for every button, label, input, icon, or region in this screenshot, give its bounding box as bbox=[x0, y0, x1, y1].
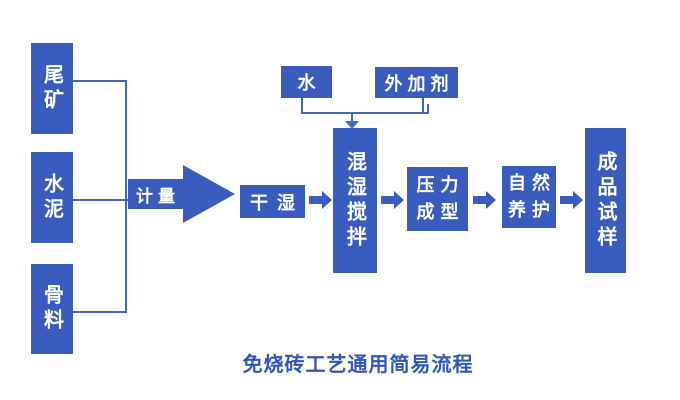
arrow-stem bbox=[309, 196, 322, 204]
box-aggregate: 骨料 bbox=[31, 264, 73, 354]
box-finished-sample: 成品试样 bbox=[585, 128, 626, 273]
arrow-stem bbox=[473, 196, 486, 204]
connector-water-vertical bbox=[301, 98, 303, 114]
diagram-caption: 免烧砖工艺通用简易流程 bbox=[242, 354, 474, 376]
box-water: 水 bbox=[281, 66, 332, 98]
metering-arrow-head-icon bbox=[183, 165, 235, 223]
connector-tailings-horizontal bbox=[73, 80, 127, 82]
flow-arrow-icon bbox=[560, 191, 583, 209]
box-pressure-forming: 压力 成型 bbox=[407, 167, 468, 231]
box-cement: 水泥 bbox=[31, 152, 73, 243]
box-natural-curing: 自然 养护 bbox=[502, 166, 556, 228]
arrow-head bbox=[573, 191, 583, 209]
box-tailings: 尾矿 bbox=[31, 43, 73, 134]
connector-cement-horizontal bbox=[73, 199, 129, 201]
flow-arrow-icon bbox=[473, 191, 496, 209]
connector-top-stub bbox=[427, 104, 429, 114]
connector-admixture-vertical bbox=[422, 98, 424, 114]
arrow-stem bbox=[560, 196, 573, 204]
box-admixture: 外加剂 bbox=[375, 67, 458, 98]
arrow-head bbox=[394, 191, 404, 209]
metering-arrow-label: 计量 bbox=[128, 179, 183, 209]
flow-arrow-icon bbox=[309, 191, 332, 209]
arrow-head bbox=[322, 191, 332, 209]
arrow-stem bbox=[381, 196, 394, 204]
connector-trunk-vertical bbox=[125, 80, 127, 313]
box-wet-mixing: 混湿搅拌 bbox=[333, 128, 377, 273]
down-arrow-stem bbox=[351, 114, 353, 122]
box-dry-wet: 干湿 bbox=[240, 185, 305, 218]
connector-aggregate-horizontal bbox=[73, 311, 127, 313]
arrow-head bbox=[486, 191, 496, 209]
connector-top-horizontal bbox=[301, 112, 429, 114]
down-arrow-icon bbox=[345, 121, 359, 129]
flow-arrow-icon bbox=[381, 191, 404, 209]
